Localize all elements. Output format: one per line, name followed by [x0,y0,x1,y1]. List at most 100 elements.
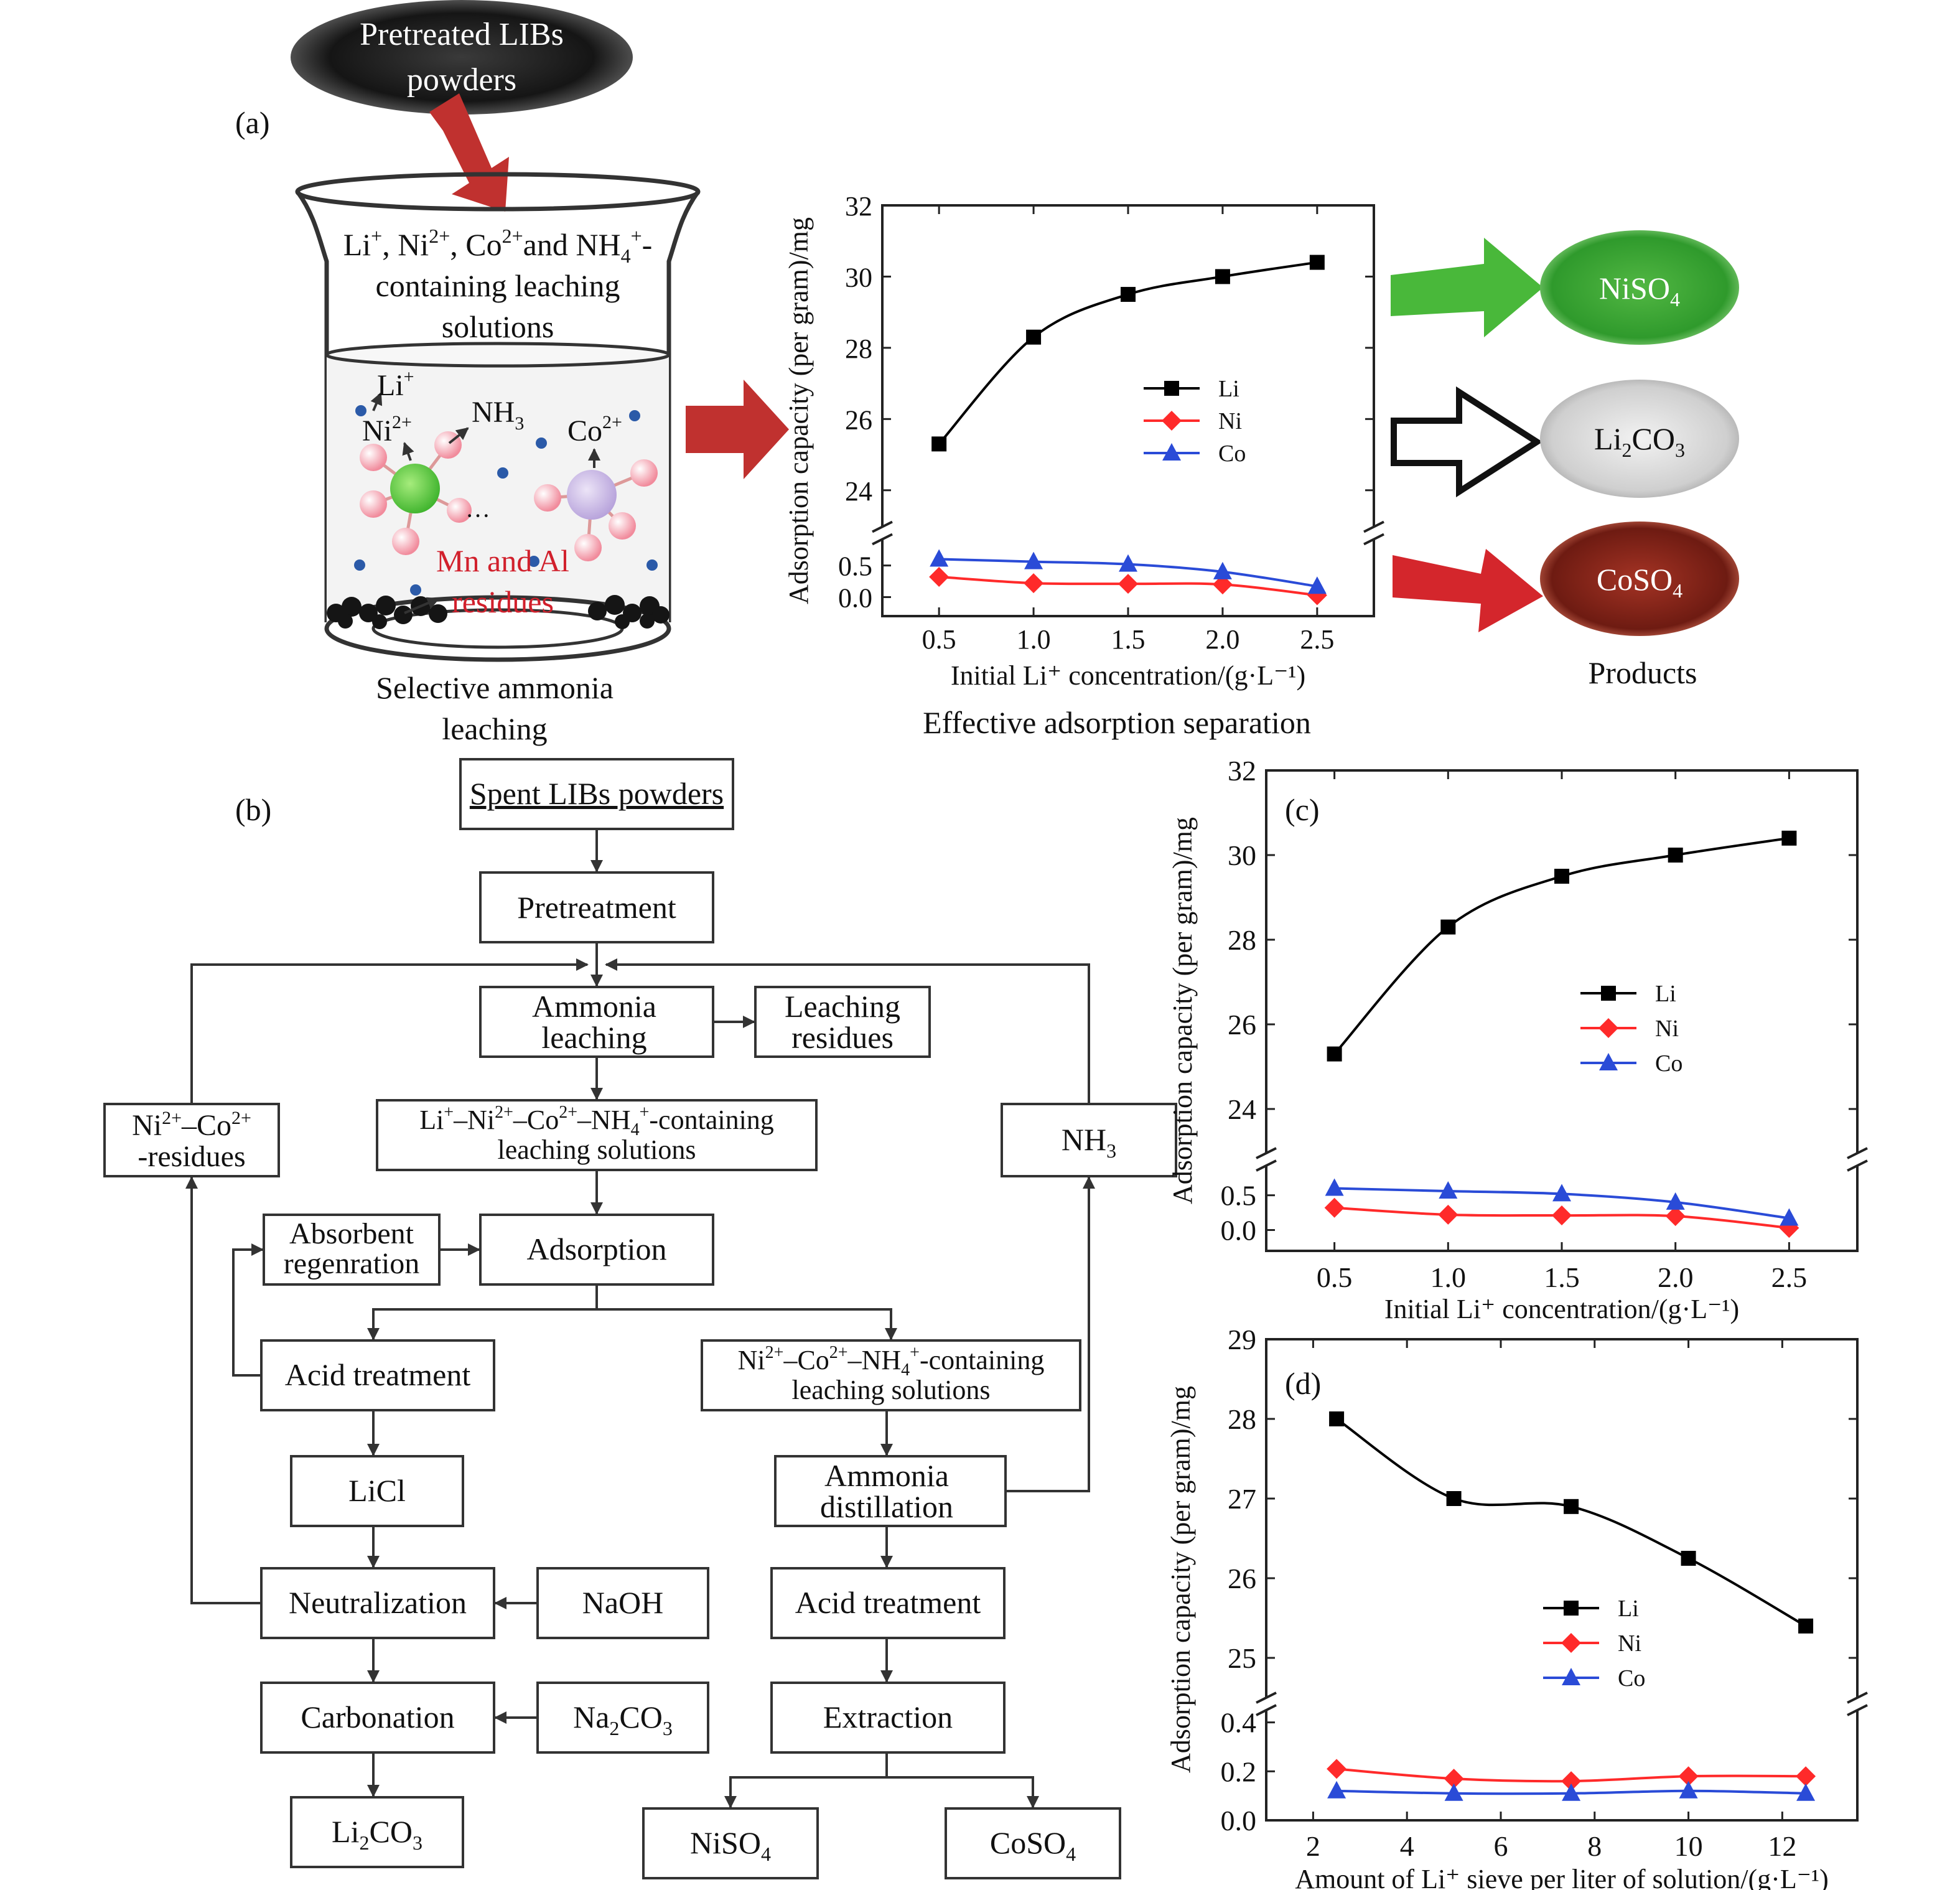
box-absorbent [263,1214,441,1286]
li-ion-label: Li+ [377,367,414,402]
data-point-ni [1796,1766,1816,1787]
carbonation-label: Carbonation [301,1700,454,1734]
powder-label-line2: powders [407,62,516,98]
box-extraction [770,1682,1006,1754]
legend-marker-li [1601,986,1616,1001]
legend-label-co: Co [1618,1665,1645,1691]
beaker-caption-line2: leaching [442,711,547,746]
ni-solution-line2: leaching solutions [792,1375,991,1405]
neutralization-label: Neutralization [289,1585,467,1620]
data-point-ni [1438,1204,1458,1225]
x-tick-label: 1.5 [1544,1261,1580,1293]
leaching-residues-line1: Leaching [785,989,900,1024]
pretreatment-label: Pretreatment [517,890,676,925]
data-point-li [1026,329,1042,345]
chart-a-caption: Effective adsorption separation [923,705,1311,740]
data-point-ni [1118,574,1138,594]
legend-marker-li [1564,1601,1579,1616]
data-point-ni [1324,1197,1345,1218]
chart-frame-lower [1265,1710,1859,1822]
absorbent-line1: Absorbent [289,1217,414,1250]
legend-label-co: Co [1655,1050,1682,1077]
data-point-li [1440,919,1456,935]
green-arrow [1391,238,1543,337]
spent-label: Spent LIBs powders [470,776,724,811]
series-line-li [1333,836,1790,1055]
y-tick-label: 0.0 [1221,1805,1257,1836]
y-tick-label: 28 [845,334,872,364]
box-pretreatment [479,871,714,943]
y-tick-label: 28 [1228,1403,1256,1435]
axis-break-mark [1256,1691,1277,1704]
x-tick-label: 12 [1768,1830,1796,1862]
beaker-solution-text: Li+, Ni2+, Co2+and NH4+- containing leac… [343,225,653,344]
x-tick-label: 6 [1493,1830,1508,1862]
data-point-ni [1678,1766,1699,1787]
x-tick-label: 1.0 [1017,624,1051,655]
red-product-arrow [1393,549,1543,632]
data-point-ni [1665,1206,1686,1227]
box-nh3 [1001,1103,1177,1177]
panel-label: (c) [1285,792,1320,827]
svg-text:NiSO4: NiSO4 [1599,271,1680,311]
niso4-label: NiSO4 [690,1825,771,1865]
y-tick-label: 26 [1228,1009,1256,1041]
na2co3-label: Na2CO3 [573,1700,673,1739]
li2co3-pile: Li2CO3 [1540,380,1739,498]
x-tick-label: 0.5 [922,624,956,655]
ammonia-leaching-line1: Ammonia [532,989,656,1024]
data-point-ni [1552,1205,1572,1226]
beaker-text-line2: containing leaching [376,268,620,303]
y-tick-label: 0.0 [1221,1215,1257,1247]
niso4-pile: NiSO4 [1540,230,1739,345]
data-point-co [1666,1192,1685,1210]
y-tick-label: 0.5 [838,551,872,582]
svg-text:···: ··· [465,502,490,530]
residue-particles [327,595,670,629]
data-point-li [1798,1618,1814,1634]
axis-break-mark [1847,1159,1868,1172]
data-point-co [1796,1783,1816,1801]
x-tick-label: 2.5 [1300,624,1334,655]
y-tick-label: 25 [1228,1642,1256,1674]
data-point-co [1307,576,1327,594]
coso4-label: CoSO4 [990,1825,1076,1865]
chart-frame-upper [881,204,1375,527]
residue-label-line1: Mn and Al [436,543,569,578]
extraction-label: Extraction [823,1700,953,1734]
legend-marker-ni [1162,411,1182,431]
y-tick-label: 30 [845,262,872,292]
y-axis-label: Adsorption capacity (per gram)/mg [783,217,814,604]
acid-treatment-2-label: Acid treatment [795,1585,981,1620]
data-point-co [1119,554,1137,572]
legend-marker-ni [1598,1018,1618,1038]
data-point-li [1329,1411,1345,1426]
flowchart: Spent LIBs powders Pretreatment Ammonia … [103,758,1177,1879]
ni-ion-label: Ni2+ [362,412,412,447]
x-tick-label: 2.0 [1205,624,1239,655]
axis-break-mark [1256,1147,1277,1159]
svg-text:CoSO4: CoSO4 [1597,562,1682,602]
data-point-li [1327,1046,1342,1062]
ammonia-distillation-line2: distillation [820,1489,953,1524]
adsorption-label: Adsorption [527,1232,667,1266]
data-point-co [1780,1208,1799,1226]
x-tick-label: 1.5 [1111,624,1146,655]
li-solution-line1: Li+–Ni2+–Co2+–NH4+-containing [419,1103,774,1139]
y-tick-label: 0.4 [1221,1707,1257,1739]
y-tick-label: 26 [1228,1563,1256,1594]
legend-marker-co [1162,443,1181,461]
axis-break-mark [872,533,893,546]
axis-break-mark [1847,1147,1868,1159]
svg-text:Li2CO3: Li2CO3 [1594,421,1685,461]
x-axis-label: Initial Li⁺ concentration/(g·L⁻¹) [1384,1294,1739,1324]
box-ammonia-distillation [774,1455,1007,1527]
y-tick-label: 0.0 [838,583,872,614]
data-point-co [1327,1780,1346,1799]
data-point-li [931,436,947,452]
data-point-li [1446,1491,1462,1506]
data-point-co [1325,1178,1344,1196]
x-tick-label: 0.5 [1317,1261,1353,1293]
legend-label-ni: Ni [1655,1016,1679,1042]
data-point-co [1024,551,1043,569]
